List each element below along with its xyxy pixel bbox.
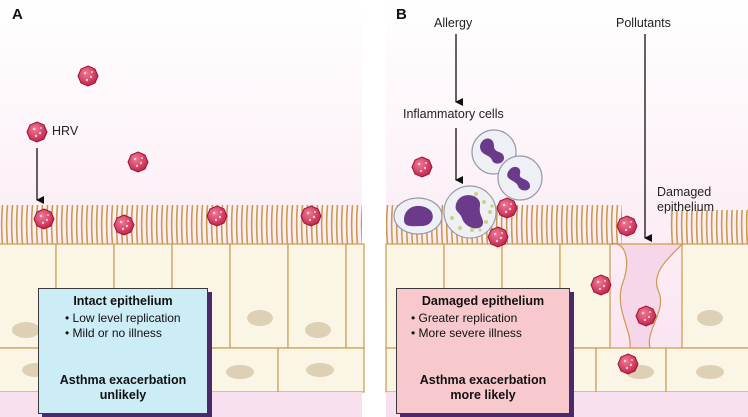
leukocyte: [393, 197, 443, 235]
panel-b: [385, 0, 748, 417]
info-box-b: Damaged epithelium Greater replication M…: [396, 288, 570, 414]
bullet-list: Greater replication More severe illness: [411, 311, 569, 341]
bullet-item: Greater replication: [411, 311, 569, 326]
virus-particle: [590, 274, 612, 296]
cilia-layer: [0, 205, 362, 245]
label-allergy: Allergy: [434, 16, 473, 30]
label-hrv: HRV: [52, 124, 79, 138]
label-damaged: Damaged: [657, 185, 712, 199]
cilia-layer: [668, 210, 748, 245]
virus-particle: [487, 226, 509, 248]
outcome-line: Asthma exacerbation: [59, 373, 187, 387]
bullet-list: Low level replication Mild or no illness: [65, 311, 207, 341]
panel-label-b: B: [396, 6, 407, 23]
virus-particle: [635, 305, 657, 327]
virus-particle: [26, 121, 48, 143]
leukocyte: [497, 155, 543, 201]
outcome-line: Asthma exacerbation: [419, 373, 547, 387]
virus-particle: [617, 353, 639, 375]
panel-label-a: A: [12, 6, 23, 23]
virus-particle: [496, 197, 518, 219]
virus-particle: [206, 205, 228, 227]
damaged-cell-gap: [609, 242, 684, 349]
virus-particle: [77, 65, 99, 87]
virus-particle: [127, 151, 149, 173]
box-title: Damaged epithelium: [421, 294, 545, 308]
virus-particle: [33, 208, 55, 230]
virus-particle: [300, 205, 322, 227]
virus-particle: [113, 214, 135, 236]
outcome-line: unlikely: [99, 388, 147, 402]
box-title: Intact epithelium: [73, 294, 173, 308]
info-box-a: Intact epithelium Low level replication …: [38, 288, 208, 414]
virus-particle: [616, 215, 638, 237]
label-epithelium: epithelium: [657, 200, 714, 214]
leukocyte: [443, 185, 497, 239]
label-inflammatory-cells: Inflammatory cells: [403, 107, 504, 121]
label-pollutants: Pollutants: [616, 16, 671, 30]
cell-nuclei: [12, 310, 334, 379]
bullet-item: Mild or no illness: [65, 326, 207, 341]
outcome-line: more likely: [450, 388, 516, 402]
bullet-item: More severe illness: [411, 326, 569, 341]
virus-particle: [411, 156, 433, 178]
bullet-item: Low level replication: [65, 311, 207, 326]
